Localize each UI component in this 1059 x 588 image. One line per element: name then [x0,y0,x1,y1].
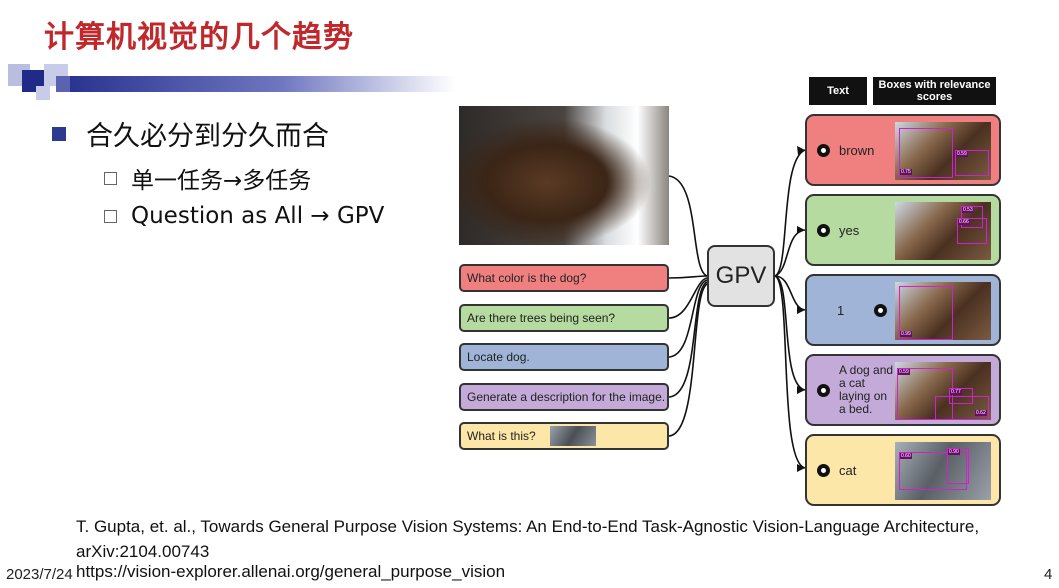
output-label: yes [817,196,859,264]
bounding-box [899,128,953,178]
result-thumbnail: 0.59 0.77 0.62 [895,362,991,420]
sub-bullet: Question as All → GPV [104,203,384,229]
question-text: What color is the dog? [467,271,587,285]
bounding-box [957,218,987,244]
bounding-box [955,150,989,176]
output-dot-icon [817,463,830,477]
output-box: cat 0.60 0.90 [805,434,1001,506]
output-dot-icon [817,143,830,157]
bullet-list: 合久必分到分久而合 单一任务→多任务 Question as All → GPV [52,114,384,229]
relevance-score: 0.77 [950,389,962,395]
reference-url[interactable]: https://vision-explorer.allenai.org/gene… [76,562,506,581]
gpv-model-box: GPV [707,245,775,307]
question-box: Are there trees being seen? [459,304,669,332]
bullet-main: 合久必分到分久而合 [52,114,384,153]
relevance-score: 0.60 [900,453,912,459]
output-label: cat [817,436,856,504]
output-box: 1 0.99 [805,274,1001,346]
bounding-box [947,448,969,484]
square-bullet-icon [52,126,66,141]
input-dog-photo [459,106,669,245]
relevance-score: 0.75 [900,169,912,175]
relevance-score: 0.59 [956,151,968,157]
slide-title: 计算机视觉的几个趋势 [44,20,354,55]
reference-citation: T. Gupta, et. al., Towards General Purpo… [76,517,980,561]
output-dot-icon [817,383,830,397]
output-box: A dog and a cat laying on a bed. 0.59 0.… [805,354,1001,426]
bounding-box [961,206,983,228]
hollow-square-bullet-icon [104,171,117,185]
relevance-score: 0.99 [900,331,912,337]
question-text: What is this? [467,429,536,443]
output-label: brown [817,116,874,184]
bounding-box [899,452,967,490]
relevance-score: 0.53 [962,207,974,213]
title-underline-bar [70,76,455,92]
header-text: Text [809,77,867,105]
output-label: 1 [837,276,896,344]
relevance-score: 0.90 [948,449,960,455]
output-dot-icon [874,303,888,317]
cat-thumbnail [549,426,596,446]
decor-square [36,86,50,100]
output-dot-icon [817,223,830,237]
question-text: Generate a description for the image. [467,390,666,404]
relevance-score: 0.59 [898,369,910,375]
question-box: What is this? [459,422,669,450]
output-text: yes [839,222,860,238]
decor-square [56,76,70,92]
sub-bullet-text: 单一任务→多任务 [131,168,312,194]
output-label: A dog and a cat laying on a bed. [817,356,895,424]
header-boxes: Boxes with relevance scores [873,77,996,105]
result-thumbnail: 0.53 0.66 [895,202,991,260]
question-box: Locate dog. [459,343,669,371]
relevance-score: 0.66 [958,219,970,225]
result-thumbnail: 0.99 [895,282,991,340]
sub-bullet: 单一任务→多任务 [104,161,384,195]
result-thumbnail: 0.75 0.59 [895,122,991,180]
question-box: Generate a description for the image. [459,383,669,411]
question-text: Are there trees being seen? [467,311,616,325]
sub-bullet-text: Question as All → GPV [131,203,385,229]
question-box: What color is the dog? [459,264,669,292]
bullet-main-text: 合久必分到分久而合 [86,121,329,152]
result-thumbnail: 0.60 0.90 [895,442,991,500]
question-text: Locate dog. [467,350,530,364]
output-box: brown 0.75 0.59 [805,114,1001,186]
slide-date: 2023/7/24 [6,566,73,583]
bounding-box [899,286,953,340]
hollow-square-bullet-icon [104,209,117,223]
output-text: 1 [837,302,845,318]
bounding-box [935,396,989,420]
output-box: yes 0.53 0.66 [805,194,1001,266]
output-text: A dog and a cat laying on a bed. [839,363,894,416]
output-text: brown [839,142,875,158]
page-number: 4 [1044,566,1053,583]
relevance-score: 0.62 [975,410,987,416]
connector-lines [668,146,806,472]
output-text: cat [839,462,857,478]
